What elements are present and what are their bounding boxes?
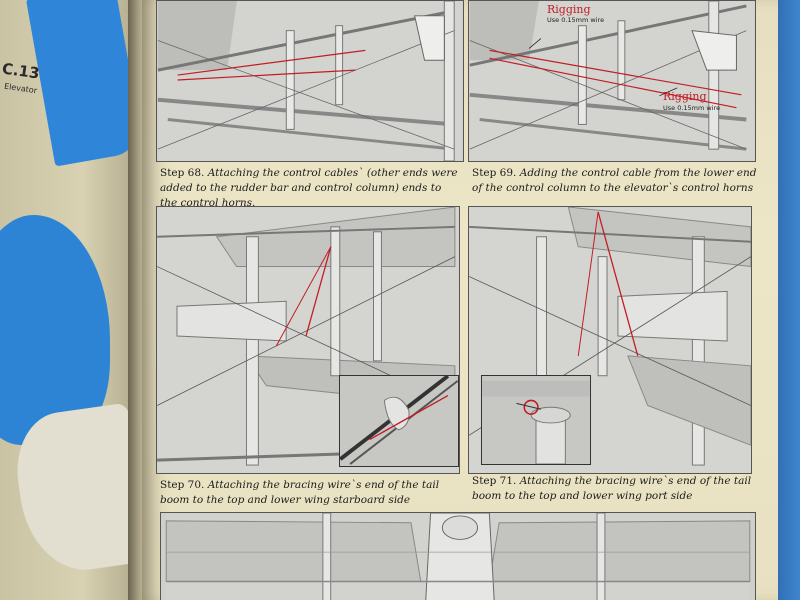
detail-render bbox=[340, 376, 458, 466]
step-71-caption: Step 71. Attaching the bracing wire`s en… bbox=[472, 474, 758, 504]
step-70-illustration bbox=[156, 206, 460, 474]
step-number: Step 68. bbox=[160, 167, 205, 179]
rigging-label: Rigging bbox=[663, 90, 707, 103]
aircraft-tail-render bbox=[469, 1, 755, 161]
part-label: C.13 bbox=[0, 59, 41, 83]
grey-part-shape bbox=[9, 402, 138, 578]
step-68-caption: Step 68. Attaching the control cables` (… bbox=[160, 166, 460, 211]
step-number: Step 70. bbox=[160, 479, 205, 491]
step-69-illustration: Rigging Use 0.15mm wire Rigging Use 0.15… bbox=[468, 0, 756, 162]
rigging-label: Rigging bbox=[547, 3, 591, 16]
step-69-caption: Step 69. Adding the control cable from t… bbox=[472, 166, 758, 196]
step-text: Adding the control cable from the lower … bbox=[472, 167, 757, 194]
step-number: Step 69. bbox=[472, 167, 517, 179]
step-text: Attaching the bracing wire`s end of the … bbox=[472, 475, 752, 502]
detail-inset bbox=[481, 375, 591, 465]
step-text: Attaching the control cables` (other end… bbox=[160, 167, 458, 209]
part-sublabel: Elevator bbox=[3, 81, 38, 96]
aircraft-tail-render bbox=[157, 1, 463, 161]
step-68-illustration bbox=[156, 0, 464, 162]
next-step-illustration bbox=[160, 512, 756, 600]
rigging-note: Use 0.15mm wire bbox=[663, 104, 721, 112]
detail-inset bbox=[339, 375, 459, 467]
step-text: Attaching the bracing wire`s end of the … bbox=[160, 479, 440, 506]
aircraft-top-render bbox=[165, 513, 751, 600]
step-70-caption: Step 70. Attaching the bracing wire`s en… bbox=[160, 478, 460, 508]
instruction-page: Step 68. Attaching the control cables` (… bbox=[142, 0, 778, 600]
detail-render bbox=[482, 376, 590, 464]
step-71-illustration bbox=[468, 206, 752, 474]
left-page: C.13 Elevator bbox=[0, 0, 138, 600]
rigging-note: Use 0.15mm wire bbox=[547, 16, 605, 24]
step-number: Step 71. bbox=[472, 475, 517, 487]
background-edge bbox=[774, 0, 800, 600]
blue-part-shape bbox=[25, 0, 138, 167]
